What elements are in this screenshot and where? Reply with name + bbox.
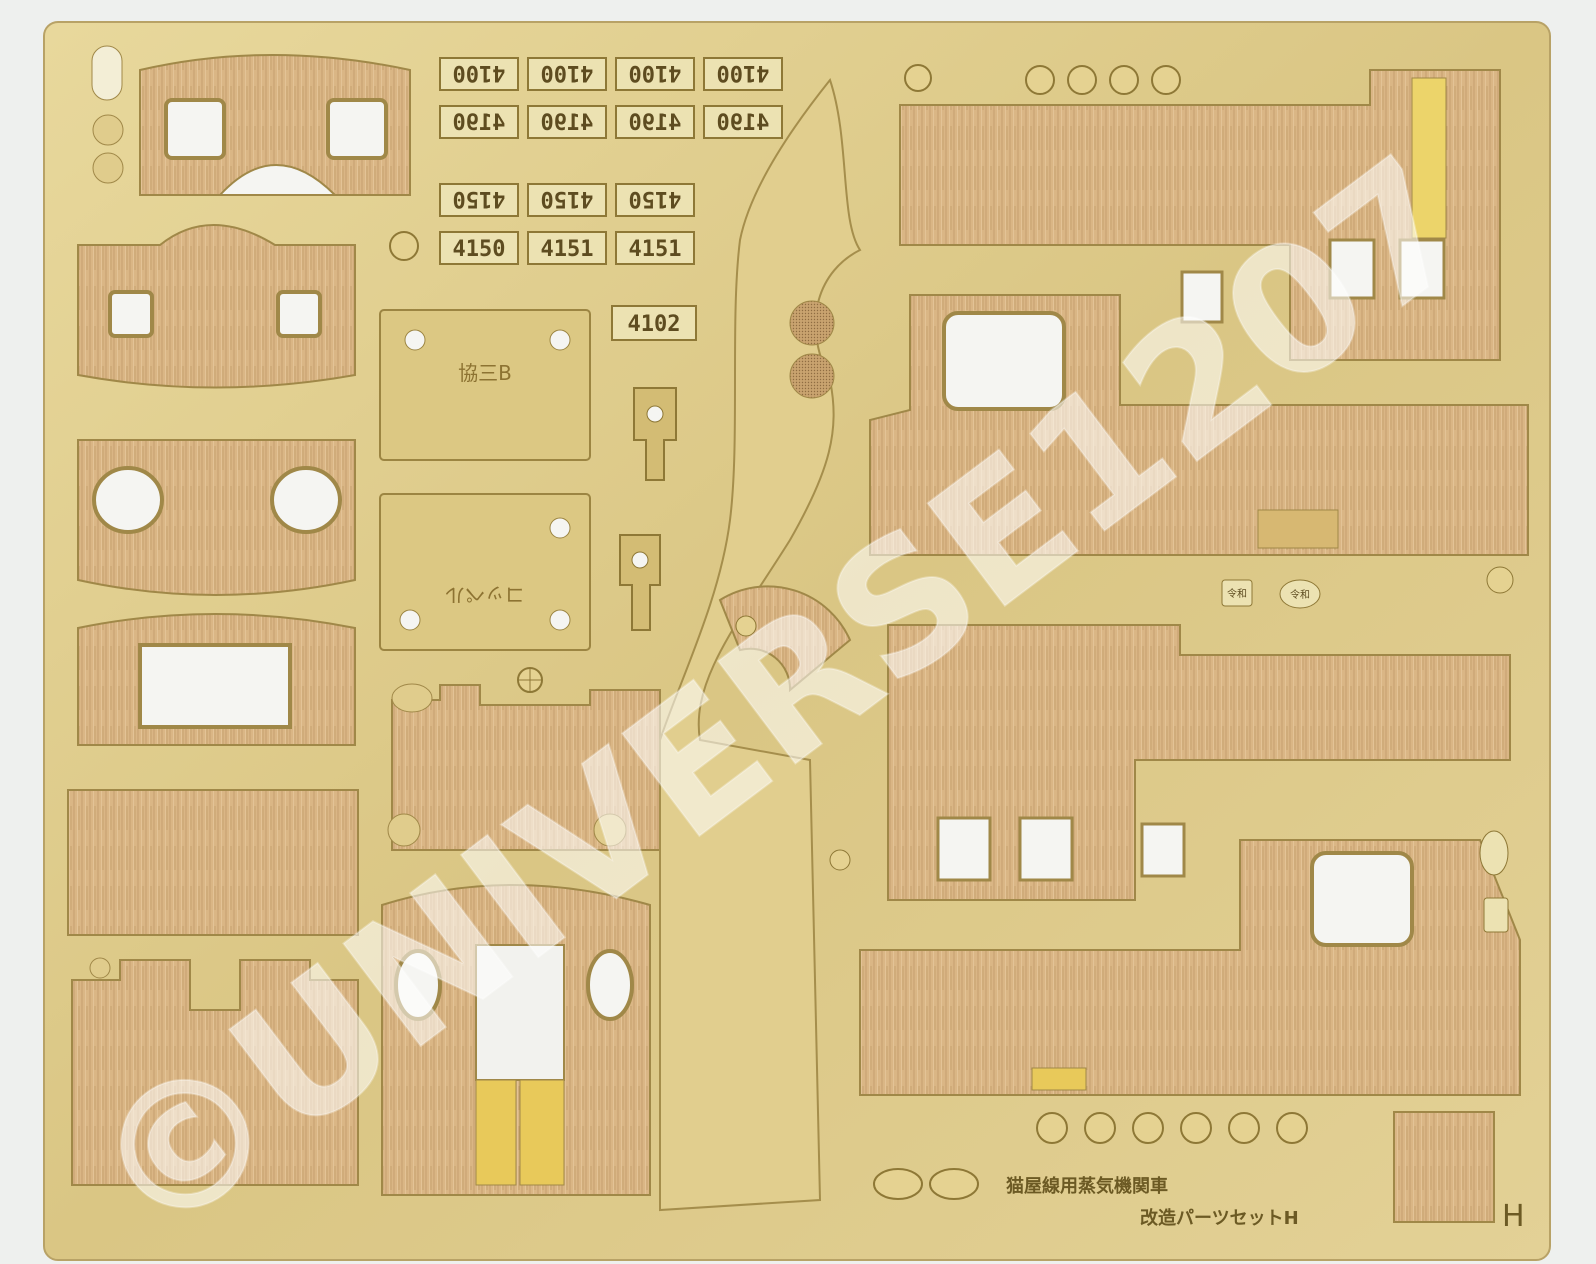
cab-front-panel	[77, 224, 356, 389]
round-disc	[92, 152, 124, 184]
plate-4190: 4190	[453, 111, 506, 136]
plate-4150: 4150	[629, 186, 682, 211]
stepped-wood-panel	[71, 957, 359, 1186]
rect-window-panel	[77, 613, 356, 746]
sheet-title-line1: 猫屋線用蒸気機関車	[1006, 1175, 1168, 1197]
reiwa-plates: 令和 令和	[1221, 566, 1514, 609]
oval-tab	[91, 45, 123, 101]
plate-4100: 4100	[541, 60, 594, 85]
plate-4150: 4150	[541, 186, 594, 211]
plate-4150: 4150	[453, 186, 506, 211]
sheet-caption: 猫屋線用蒸気機関車 改造パーツセットH H	[1006, 1175, 1525, 1234]
plate-4151: 4151	[629, 237, 682, 262]
cab-side-panel-upper	[869, 294, 1529, 556]
reiwa-label-2: 令和	[1290, 588, 1310, 601]
plate-4100: 4100	[453, 60, 506, 85]
reiwa-label-1: 令和	[1227, 587, 1247, 600]
round-fittings-top	[904, 64, 1181, 95]
sheet-title-line2: 改造パーツセットH	[1140, 1207, 1299, 1229]
plain-wood-panel	[67, 789, 359, 936]
curved-brass-strip	[659, 77, 862, 1212]
plate-4100: 4100	[717, 60, 770, 85]
center-parts: 協三B コッペル	[379, 77, 862, 1212]
mid-wood-strip	[387, 683, 661, 851]
plate-4150: 4150	[453, 237, 506, 262]
builder-panel-a: 協三B	[379, 309, 591, 461]
left-column-parts	[67, 45, 411, 1186]
door-panel	[381, 884, 651, 1196]
cab-side-panel-lower	[887, 624, 1511, 901]
round-fittings-bottom	[1036, 1112, 1308, 1144]
round-disc	[92, 114, 124, 146]
plate-4151: 4151	[541, 237, 594, 262]
builder-panel-b: コッペル	[379, 493, 591, 651]
builder-label-a: 協三B	[458, 361, 512, 385]
plate-4190: 4190	[541, 111, 594, 136]
plate-4190: 4190	[629, 111, 682, 136]
cab-back-panel	[139, 54, 411, 196]
bottom-side-panel	[859, 830, 1521, 1096]
top-side-panel	[899, 69, 1501, 361]
bracket-parts	[619, 387, 677, 631]
right-column-parts: 令和 令和	[859, 64, 1529, 1223]
plate-4190: 4190	[717, 111, 770, 136]
round-window-panel	[77, 439, 356, 596]
plate-4102: 4102	[628, 312, 681, 337]
builder-label-b: コッペル	[445, 583, 525, 607]
sheet-letter: H	[1502, 1199, 1525, 1234]
number-plates: 4100 4100 4100 4100 4190 4190 4190 4190 …	[439, 57, 783, 341]
small-wood-panel	[1393, 1111, 1495, 1223]
plate-4100: 4100	[629, 60, 682, 85]
